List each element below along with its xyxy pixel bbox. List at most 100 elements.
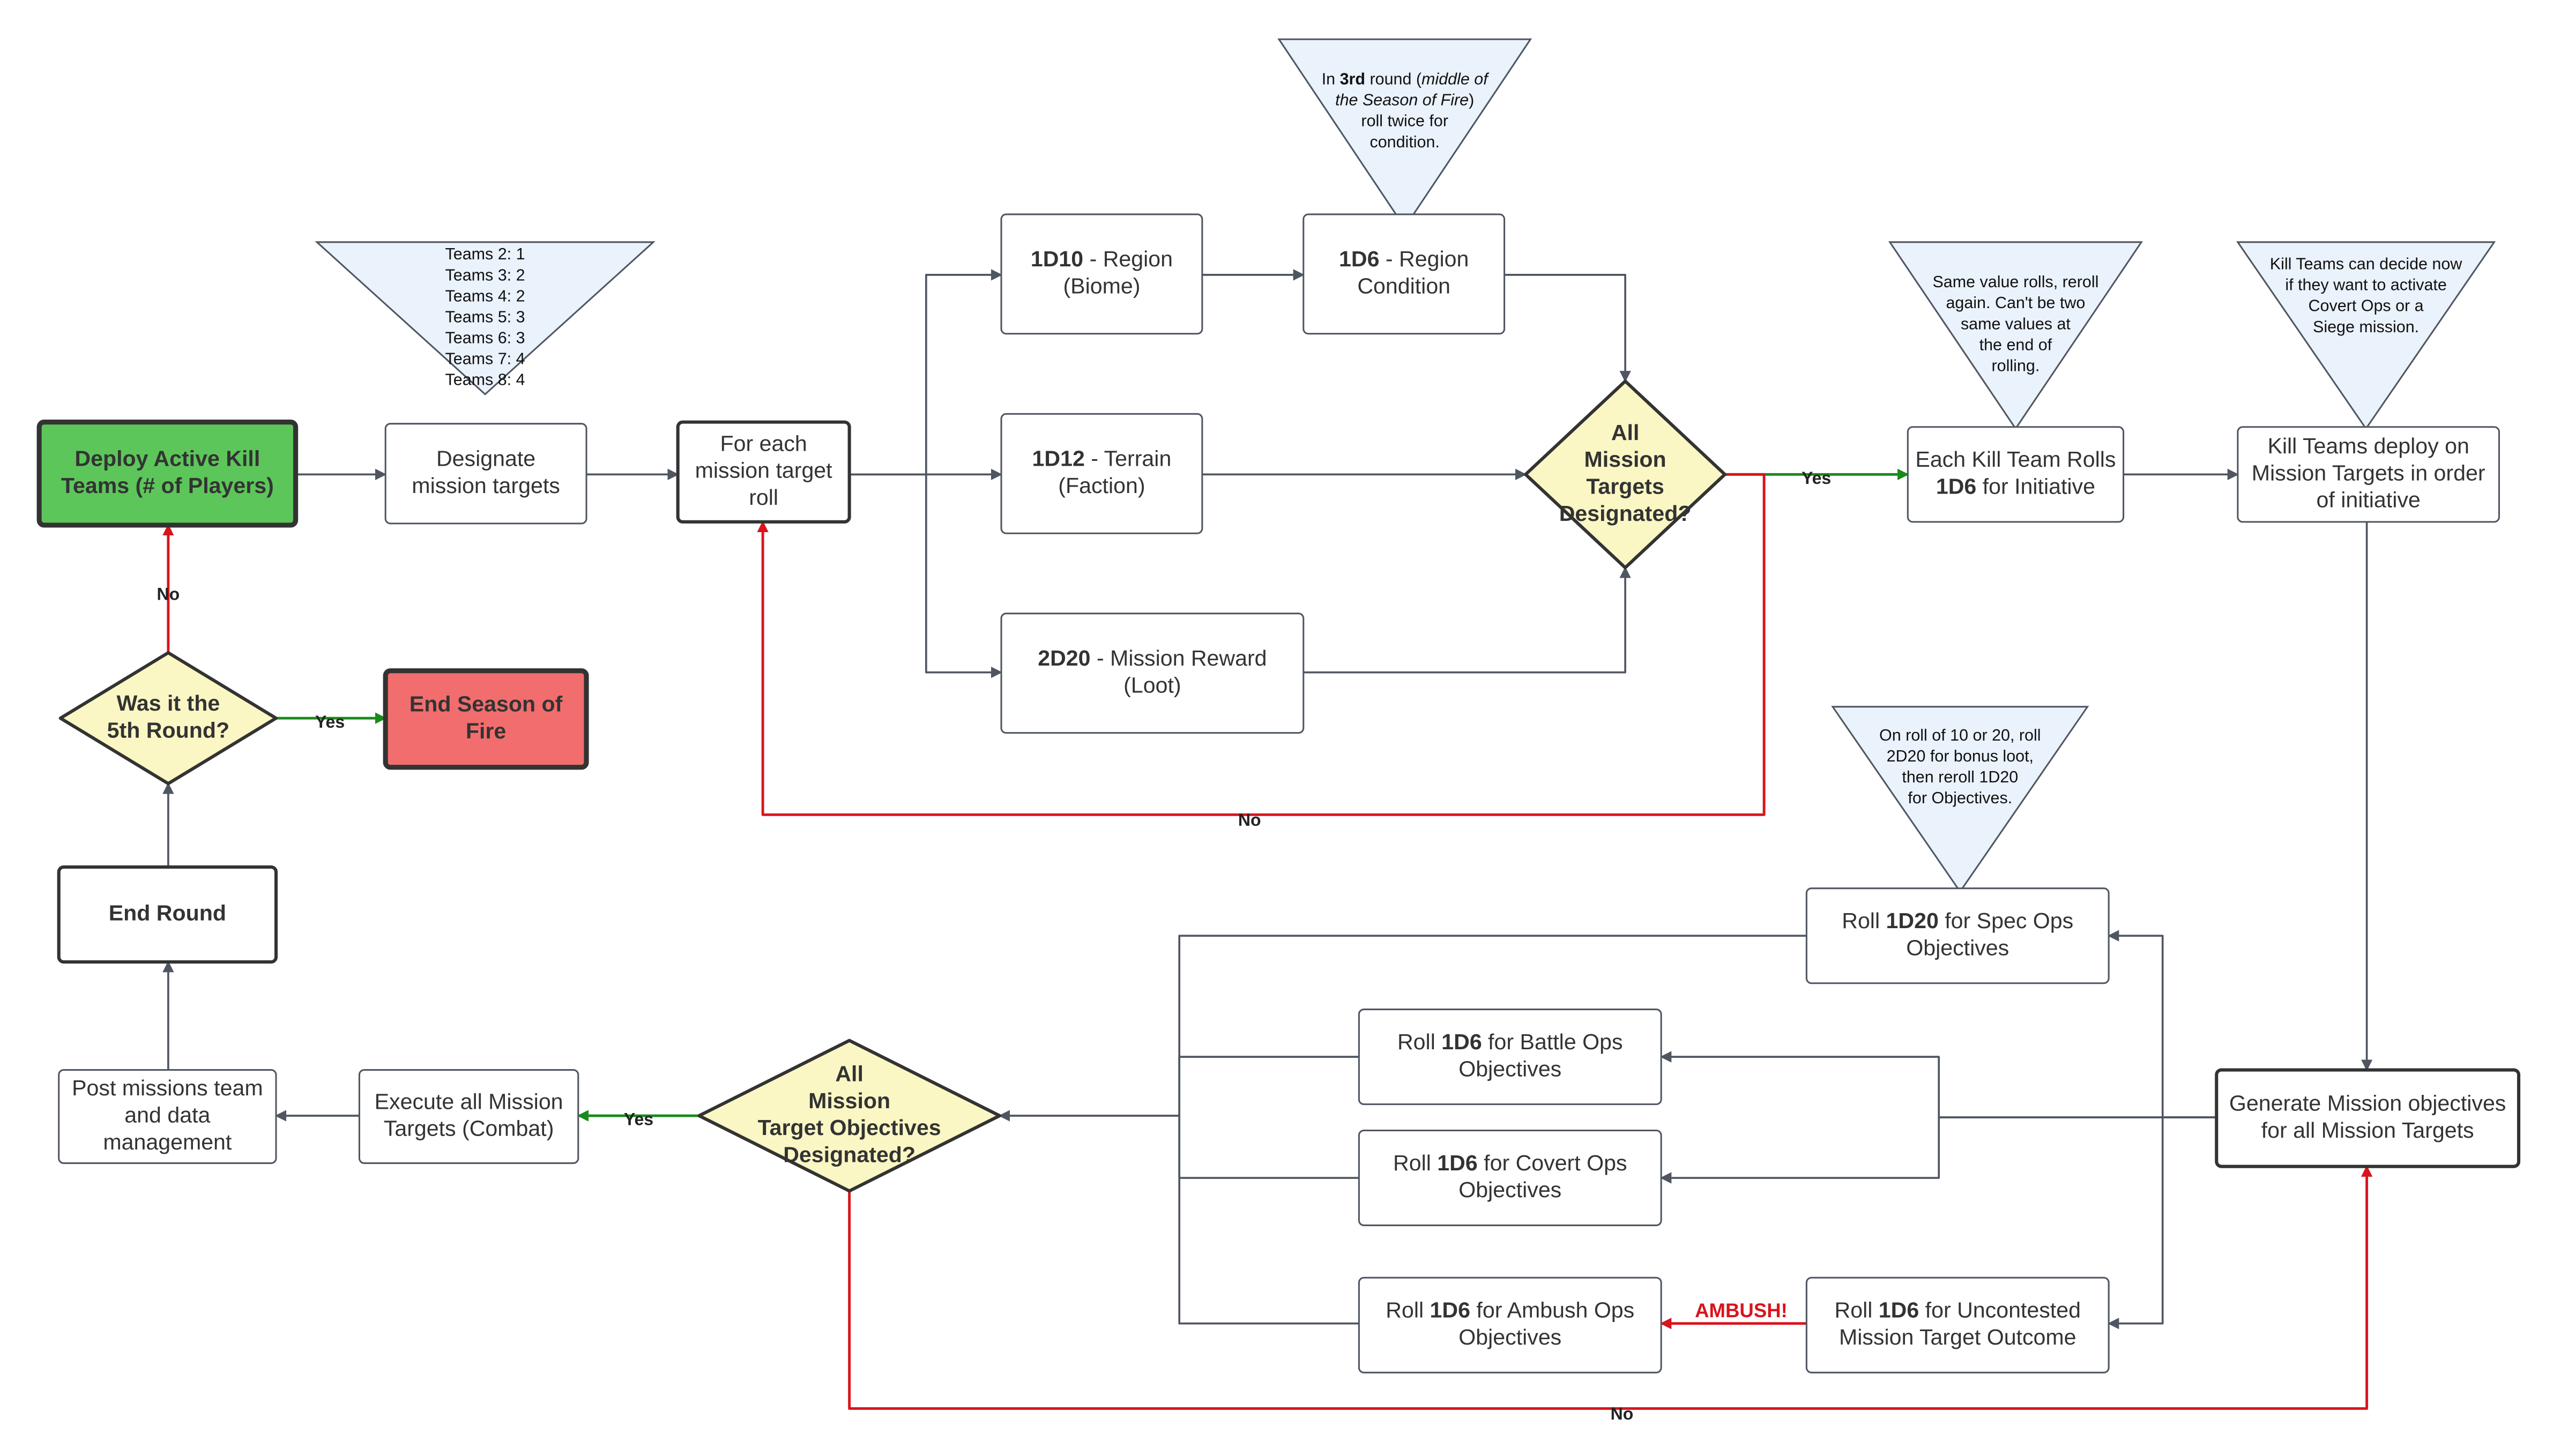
- edge-label-ambush: AMBUSH!: [1695, 1300, 1788, 1321]
- edge-label-yes-targets: Yes: [1802, 468, 1831, 488]
- node-end-round: End Round: [57, 865, 278, 964]
- process-box: [676, 420, 851, 524]
- node-label: 2D20 - Mission Reward(Loot): [1038, 646, 1267, 697]
- edge-generate-to-battleops: [1660, 1051, 2217, 1118]
- process-box: [1358, 1009, 1662, 1106]
- note-triangle-shape: [1277, 38, 1532, 229]
- node-terrain: 1D12 - Terrain(Faction): [1000, 413, 1203, 534]
- process-box: [1907, 426, 2125, 523]
- process-box: [1000, 213, 1203, 335]
- edge-label-no-objectives: No: [1611, 1404, 1634, 1423]
- edge-covertops-to-decision: [1178, 1116, 1359, 1179]
- edge-condition-to-decision: [1504, 274, 1631, 383]
- process-box: [57, 865, 278, 964]
- edge-objectives-no: [848, 1165, 2373, 1410]
- edge-label-yes-objectives: Yes: [624, 1110, 653, 1129]
- edge-loot-to-decision: [1303, 566, 1631, 674]
- process-box: [2215, 1068, 2521, 1168]
- decision-diamond: [1524, 379, 1727, 570]
- process-box: [1358, 1129, 1662, 1227]
- edge-generate-to-covertops: [1660, 1116, 2217, 1184]
- edge-foreach-to-biome: [849, 269, 1003, 476]
- node-loot: 2D20 - Mission Reward(Loot): [1000, 613, 1305, 734]
- node-label: End Round: [109, 900, 226, 925]
- edge-foreach-to-loot: [849, 473, 1003, 678]
- process-box: [58, 1069, 277, 1164]
- edge-targets-no: [757, 473, 1766, 816]
- process-box: [1805, 1276, 2110, 1373]
- edge-generate-to-uncontested: [2107, 1116, 2217, 1330]
- process-box: [36, 420, 299, 528]
- node-region-biome: 1D10 - Region(Biome): [1000, 213, 1203, 335]
- process-box: [1302, 213, 1506, 335]
- edge-specops-to-decision: [998, 935, 1807, 1122]
- edge-label-no-round: No: [157, 585, 180, 604]
- edge-label-no-targets: No: [1238, 810, 1261, 830]
- note-triangle-shape: [315, 241, 656, 395]
- edge-battleops-to-decision: [1178, 1056, 1359, 1116]
- process-box: [1000, 613, 1305, 734]
- note-triangle-shape: [1831, 706, 2089, 893]
- decision-diamond: [58, 651, 278, 786]
- process-box: [383, 668, 589, 770]
- process-box: [358, 1069, 579, 1164]
- decision-diamond: [697, 1039, 1002, 1193]
- process-box: [1000, 413, 1203, 534]
- edge-ambushops-to-decision: [1178, 1116, 1359, 1325]
- note-triangle-shape: [2236, 241, 2496, 430]
- process-box: [1358, 1276, 1662, 1373]
- process-box: [1805, 887, 2110, 984]
- process-box: [384, 423, 587, 525]
- note-triangle-shape: [1888, 241, 2143, 430]
- edge-generate-to-specops: [2107, 930, 2217, 1118]
- node-label: 1D12 - Terrain(Faction): [1032, 446, 1172, 497]
- node-label: 1D10 - Region(Biome): [1031, 247, 1173, 298]
- process-box: [2237, 426, 2500, 523]
- edge-label-yes-season: Yes: [315, 712, 345, 731]
